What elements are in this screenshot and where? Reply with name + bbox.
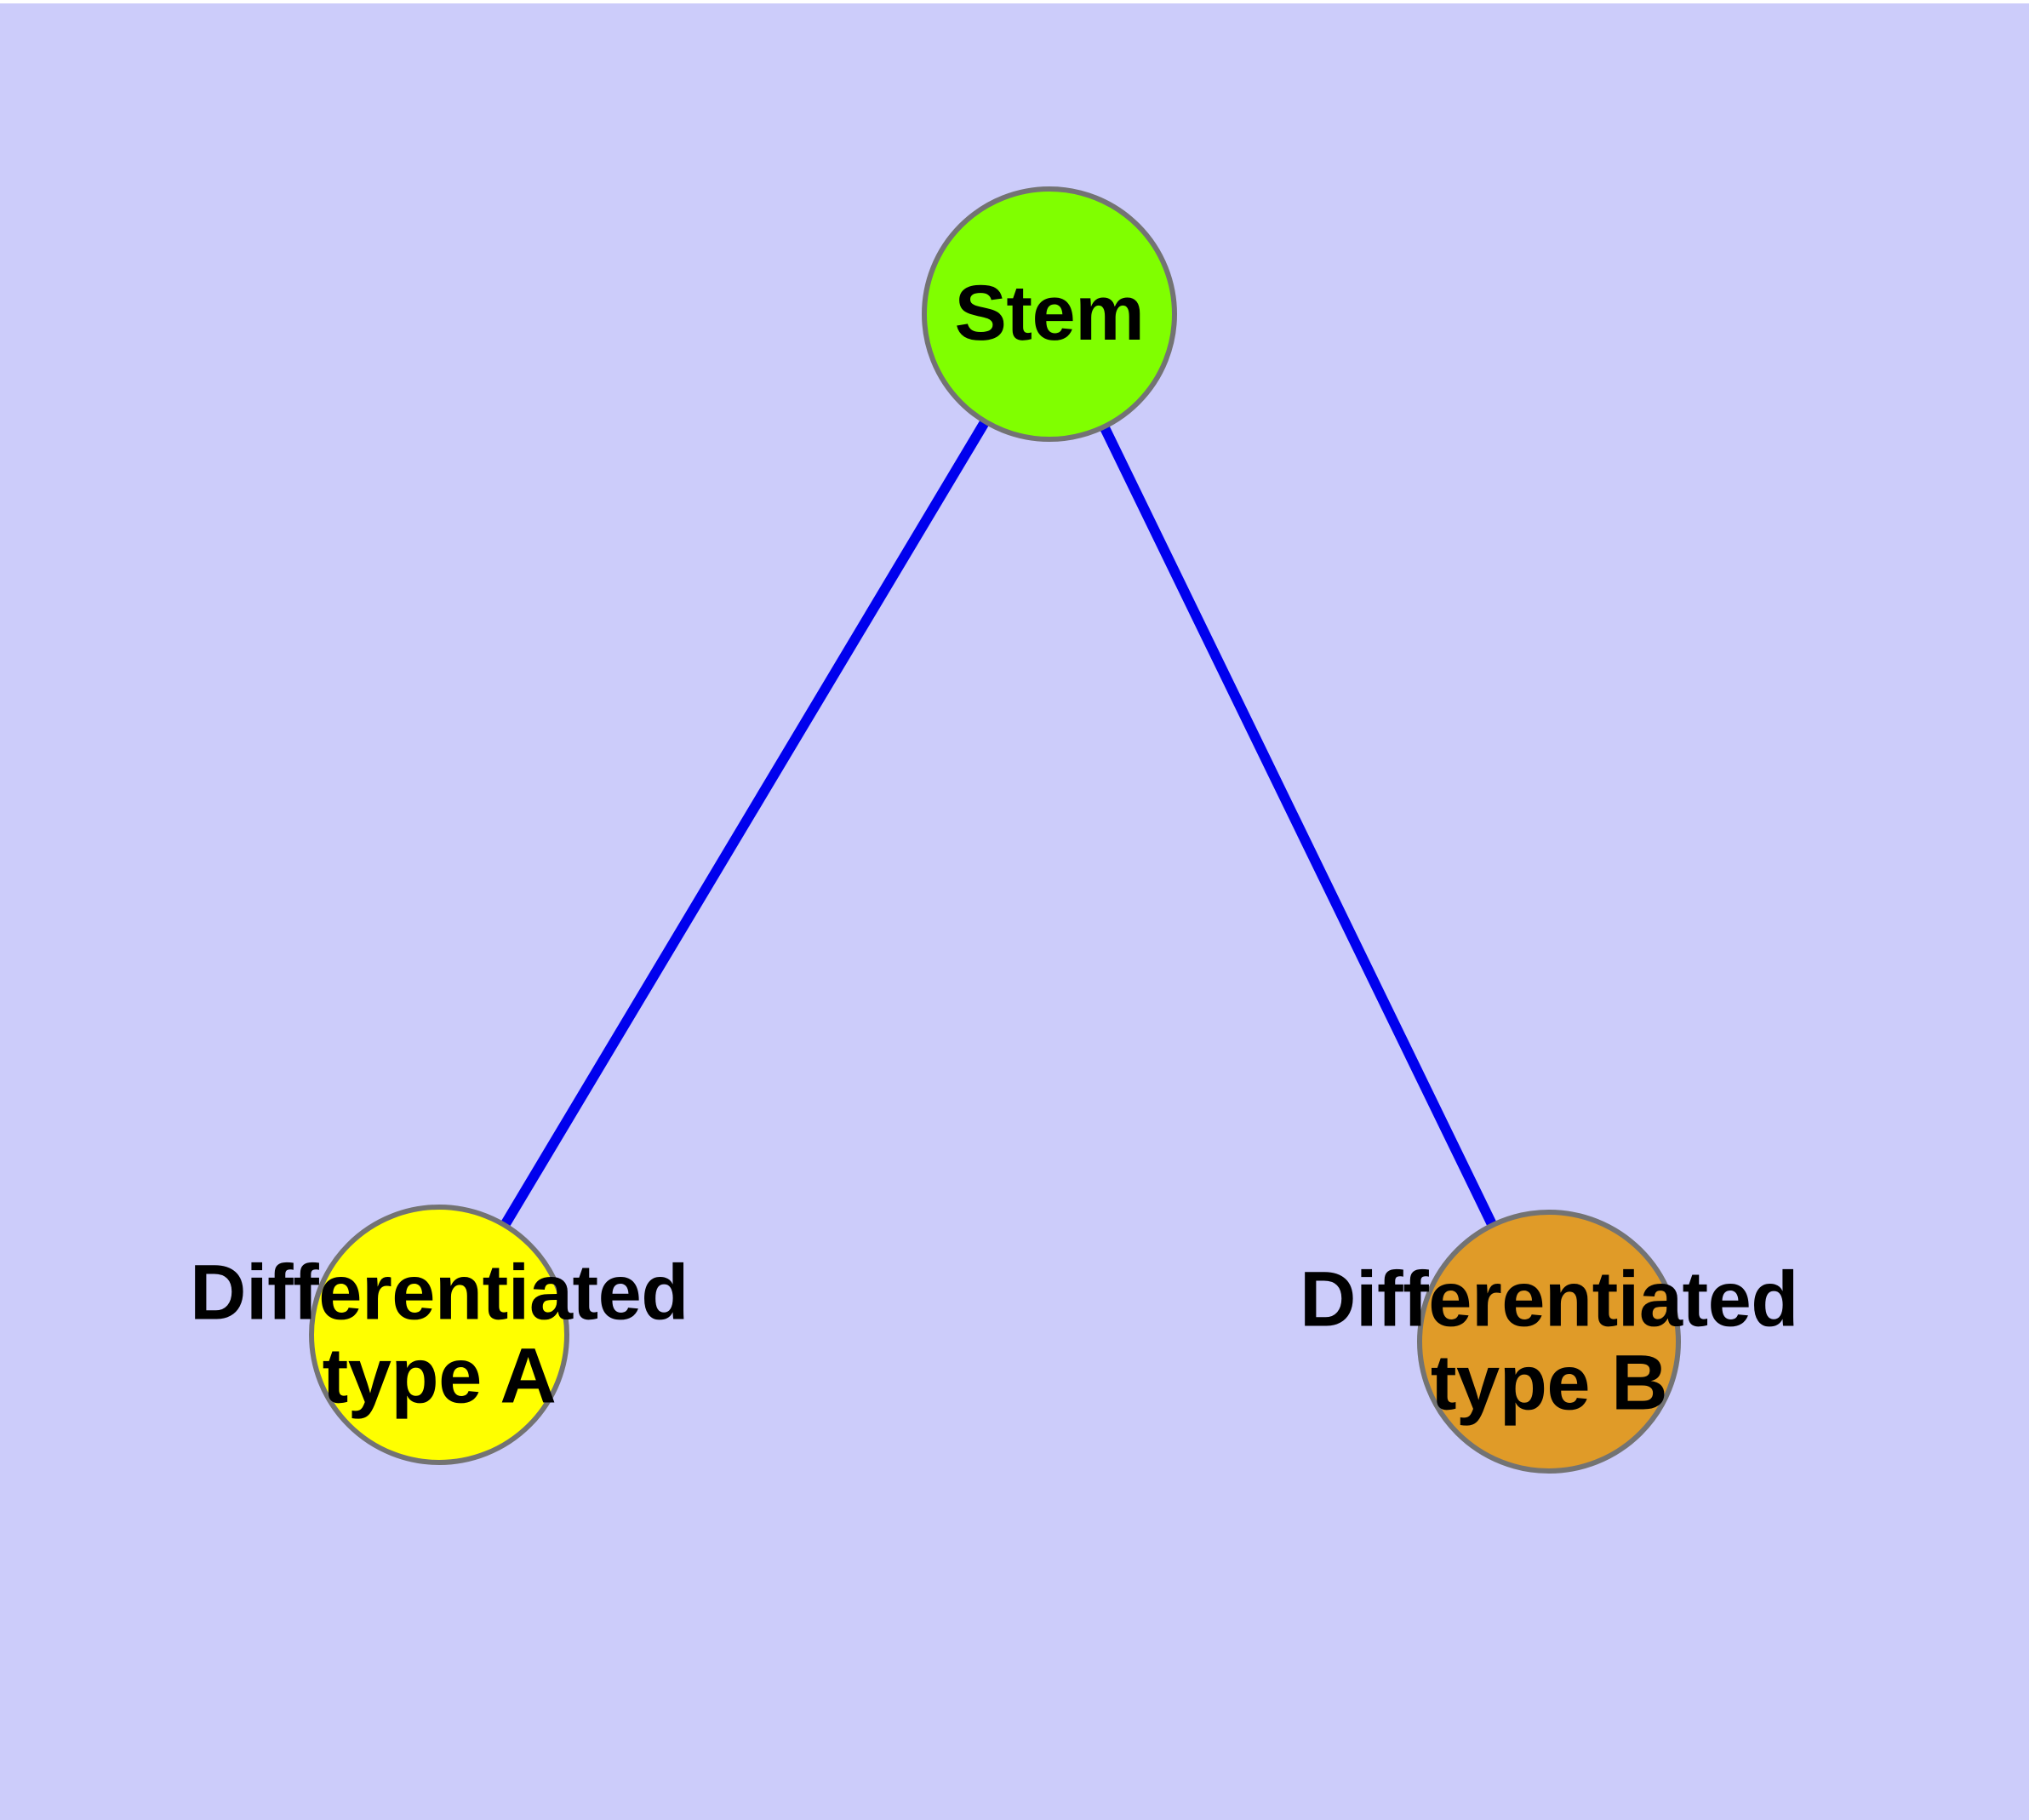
node-differentiated-type-a[interactable] <box>309 1205 569 1465</box>
edge-layer <box>497 414 1500 1233</box>
edge-stem-to-diff-a[interactable] <box>497 414 992 1233</box>
edge-stem-to-diff-b[interactable] <box>1097 420 1500 1233</box>
node-layer <box>309 186 1681 1474</box>
node-differentiated-type-b[interactable] <box>1417 1210 1681 1474</box>
node-stem[interactable] <box>922 186 1177 442</box>
